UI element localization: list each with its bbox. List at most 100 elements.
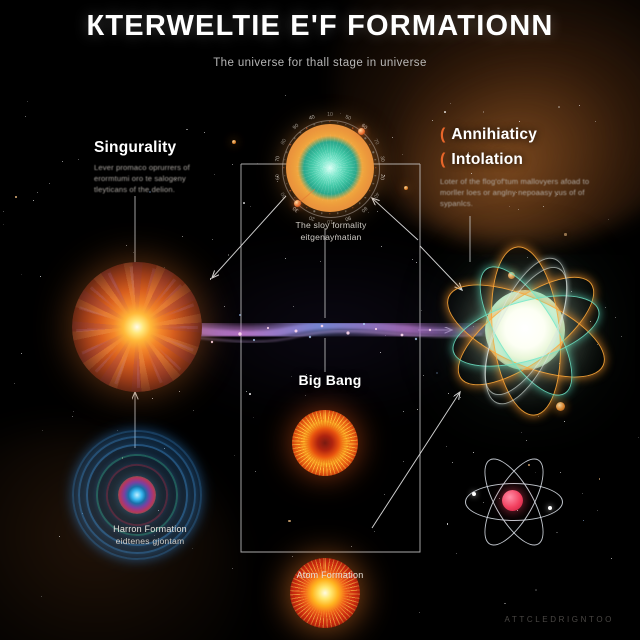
star [243, 202, 245, 204]
dial-tick-mark [337, 122, 339, 124]
star [417, 408, 419, 410]
glow-orb [232, 140, 236, 144]
dial-tick-mark [284, 159, 286, 161]
star [252, 416, 254, 418]
star [537, 415, 539, 417]
star [615, 317, 617, 319]
label-big-bang-title: Big Bang [298, 372, 362, 388]
label-hadron-formation: Harron Formation eidtenes gjontam [60, 522, 240, 546]
star [385, 334, 387, 336]
star [564, 233, 567, 236]
paren-bullet-icon: ( [440, 151, 446, 168]
label-big-bang: Big Bang [255, 372, 405, 388]
star [411, 258, 413, 260]
label-annihilation-title-1: Annihiaticy [451, 126, 538, 143]
dial-tick-mark [313, 124, 315, 126]
label-annihilation: ( Annihiaticy ( Intolation Loter of the … [440, 126, 610, 209]
star [227, 254, 230, 256]
star [41, 429, 43, 431]
dial-tick-label: 80 [359, 204, 369, 213]
star [610, 557, 612, 559]
label-annihilation-row-2: ( Intolation [440, 151, 610, 169]
star [291, 555, 293, 557]
star [232, 567, 234, 569]
dial-caption-line-1: The sloy formality [295, 220, 367, 230]
label-annihilation-row-1: ( Annihiaticy [440, 126, 610, 144]
star [582, 493, 584, 495]
star [455, 553, 457, 555]
atom-electron [548, 506, 552, 510]
dial-tick-label: 40 [308, 114, 316, 123]
star [451, 462, 453, 464]
spiral-galaxy [55, 245, 219, 409]
star [482, 111, 484, 113]
star [595, 120, 597, 122]
star [182, 235, 184, 237]
star [383, 494, 385, 495]
spiral-galaxy-dust [76, 266, 198, 388]
dial-tick-label: 20 [378, 173, 386, 181]
star [381, 245, 383, 247]
star [435, 371, 438, 374]
star [21, 352, 23, 354]
star [211, 238, 213, 240]
page-subtitle: The universe for thall stage in universe [213, 57, 427, 69]
star [13, 382, 15, 384]
star [373, 530, 375, 532]
star [402, 410, 404, 412]
star [292, 305, 294, 307]
dial-tick-mark [372, 151, 374, 153]
star [380, 352, 382, 354]
star [284, 95, 286, 97]
blue-nebula-rings [60, 418, 214, 572]
plasma-sphere-red-corona [292, 410, 358, 476]
star [36, 192, 38, 194]
star [431, 120, 433, 122]
star [249, 393, 251, 395]
star [151, 398, 153, 399]
star [558, 106, 560, 108]
star [445, 445, 447, 447]
star [535, 589, 537, 591]
star [621, 336, 623, 338]
dial-tick-mark [321, 122, 323, 124]
star [444, 111, 446, 113]
dial-tick-label: 80 [280, 137, 289, 146]
label-annihilation-body: Loter of the flog'of'tum mallovyers afoa… [440, 177, 590, 208]
star [33, 199, 35, 201]
star [209, 278, 212, 280]
label-singularity-title: Singurality [94, 139, 177, 156]
dial-tick-label: 70 [274, 155, 282, 163]
star [563, 421, 565, 423]
star [125, 244, 127, 246]
star [402, 154, 404, 156]
dial-tick-mark [329, 121, 331, 123]
dial-marker-dot-right [358, 128, 365, 135]
star [255, 470, 257, 472]
label-singularity: Singurality Lever promaco oprurrers of e… [94, 139, 214, 195]
dial-tick-label: 30 [378, 155, 386, 163]
star [256, 162, 258, 164]
star [596, 509, 598, 511]
star [288, 520, 291, 523]
star [223, 306, 225, 308]
label-singularity-body: Lever promaco oprurrers of erormtumi oro… [94, 163, 190, 194]
dial-tick-mark [294, 137, 296, 140]
star [77, 159, 79, 161]
dial-tick-mark [369, 144, 371, 146]
star [520, 431, 523, 434]
star [449, 102, 451, 104]
star [249, 205, 251, 207]
star [203, 131, 205, 133]
star [504, 602, 506, 605]
dial-rays [296, 134, 364, 202]
star [422, 375, 424, 377]
star [420, 309, 422, 311]
star [192, 409, 194, 411]
plasma-sphere-yellow [290, 558, 360, 628]
star [304, 395, 306, 397]
star [40, 275, 42, 277]
dial-tick-mark [299, 132, 302, 134]
dial-tick-mark [374, 159, 376, 161]
